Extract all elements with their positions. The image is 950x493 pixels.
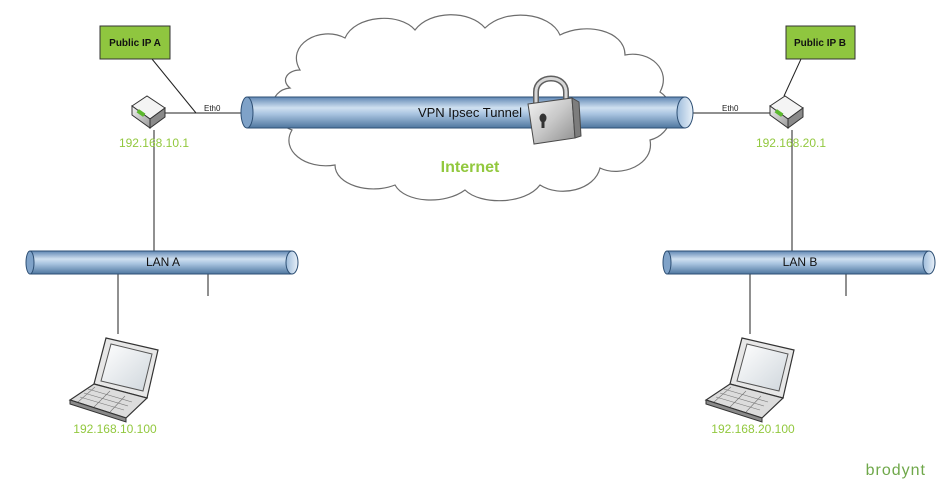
public-ip-b-box: Public IP B	[785, 25, 856, 60]
vpn-tunnel: VPN Ipsec Tunnel	[240, 96, 694, 129]
brand-logo-text: brodynt	[866, 462, 926, 479]
router-a-icon	[131, 95, 166, 129]
lan-b-label: LAN B	[783, 255, 818, 269]
router-b-icon	[769, 95, 804, 129]
internet-label: Internet	[441, 159, 500, 176]
public-ip-a-label: Public IP A	[109, 38, 161, 49]
laptop-a-icon	[68, 337, 159, 423]
eth0-b-label: Eth0	[722, 104, 739, 113]
host-b-ip: 192.168.20.100	[711, 422, 795, 436]
vpn-tunnel-label: VPN Ipsec Tunnel	[418, 105, 522, 120]
lan-a-label: LAN A	[146, 255, 180, 269]
lan-a-segment: LAN A	[25, 250, 299, 275]
router-a-ip: 192.168.10.1	[119, 136, 189, 150]
link-router-b-public-ip	[783, 58, 802, 97]
router-b-ip: 192.168.20.1	[756, 136, 826, 150]
public-ip-a-box: Public IP A	[99, 25, 171, 60]
lan-b-segment: LAN B	[662, 250, 936, 275]
eth0-a-label: Eth0	[204, 104, 221, 113]
padlock-icon	[527, 75, 582, 145]
host-a-ip: 192.168.10.100	[73, 422, 157, 436]
laptop-b-icon	[704, 337, 795, 423]
link-router-a-public-ip	[151, 58, 197, 114]
connectors	[117, 58, 847, 334]
public-ip-b-label: Public IP B	[794, 38, 846, 49]
